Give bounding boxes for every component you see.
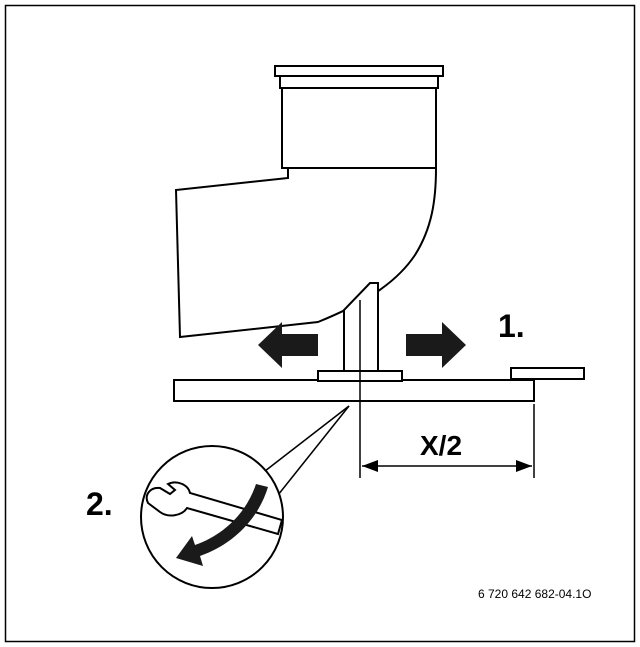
center-rod: [343, 282, 379, 372]
dimension-x-half: [362, 404, 535, 478]
arrow-right-icon: [406, 322, 466, 368]
rod-body: [343, 282, 379, 372]
plate-main: [173, 379, 535, 402]
pipe-top-rim: [274, 65, 444, 77]
figure-code: 6 720 642 682-04.1O: [478, 587, 591, 601]
step-2-label: 2.: [86, 486, 113, 522]
pipe-socket-body: [281, 87, 437, 169]
detail-circle: [140, 445, 284, 589]
plate-tab: [510, 367, 585, 380]
curved-arrow-icon: [176, 484, 268, 566]
pipe-collar: [279, 75, 439, 89]
dimension-label: X/2: [420, 430, 462, 461]
step-1-label: 1.: [498, 308, 525, 344]
arrow-left-icon: [258, 322, 318, 368]
callout-lines: [255, 405, 350, 501]
